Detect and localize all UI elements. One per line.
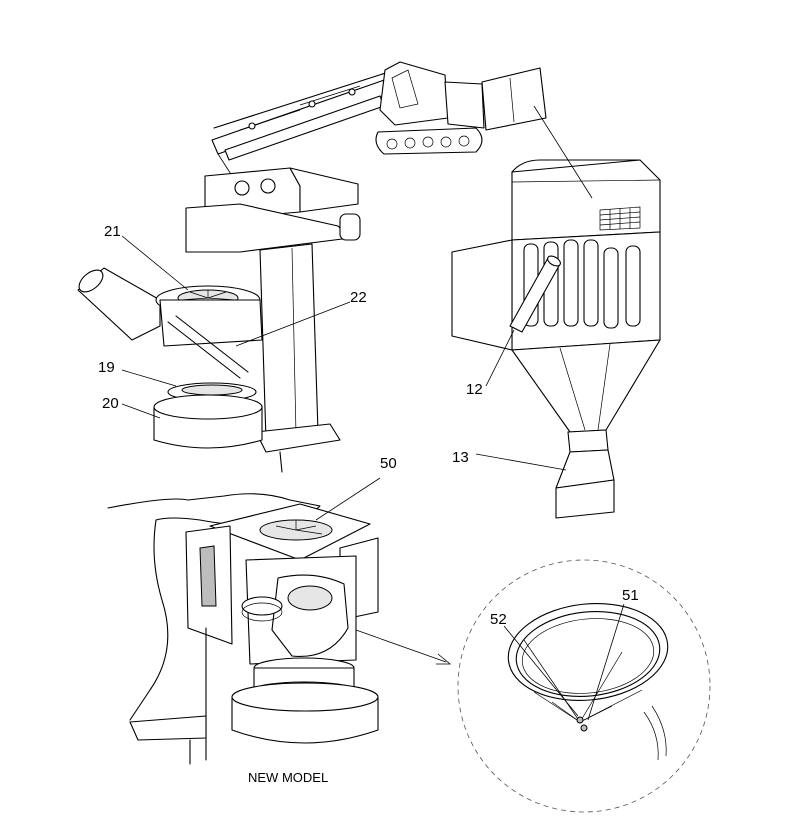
callout-52: 52: [490, 611, 507, 628]
new-model-caption: NEW MODEL: [248, 770, 328, 785]
callout-19: 19: [98, 359, 115, 376]
new-model-illustration: [107, 493, 379, 765]
track-wheels: [386, 135, 470, 150]
dust-collector-illustration: [451, 159, 661, 519]
callout-21: 21: [104, 223, 121, 240]
callout-12: 12: [466, 381, 483, 398]
callout-22: 22: [350, 289, 367, 306]
callout-20: 20: [102, 395, 119, 412]
detail-view: [457, 559, 711, 813]
top-plate-slots: [275, 520, 323, 535]
vent-grille: [599, 208, 641, 229]
callout-labels: 21 22 19 20 12 13 50 51 52 NEW MODEL: [98, 223, 639, 785]
callout-51: 51: [622, 587, 639, 604]
callout-13: 13: [452, 449, 469, 466]
funnel-vanes: [523, 639, 643, 723]
leader-lines: [121, 105, 625, 721]
callout-50: 50: [380, 455, 397, 472]
drill-rig-illustration: [211, 61, 547, 183]
drill-head-assembly: [77, 167, 361, 473]
